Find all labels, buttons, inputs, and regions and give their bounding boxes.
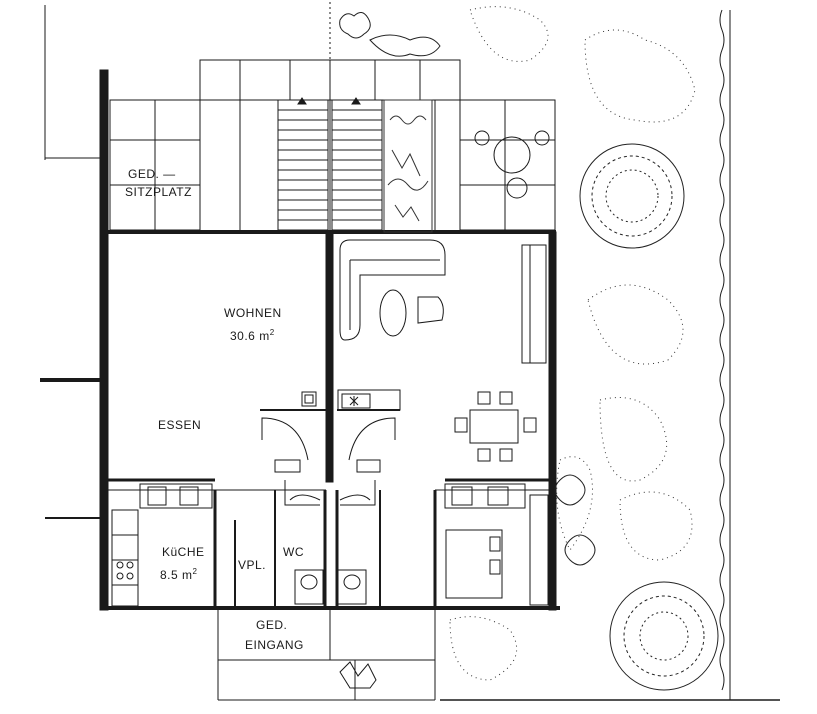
wc-label: WC <box>283 545 304 559</box>
sitzplatz-label-line1: GED. — <box>128 167 176 181</box>
fireplace <box>301 389 401 411</box>
dining-table <box>454 391 537 462</box>
tree-top <box>579 143 685 249</box>
entrance-area <box>217 608 436 701</box>
neighbour-walls <box>40 5 100 519</box>
kueche-area-value: 8.5 m <box>160 568 193 582</box>
garden-boundary <box>329 2 780 701</box>
essen-label: ESSEN <box>158 418 202 432</box>
vpl-label: VPL. <box>238 558 267 572</box>
sofa <box>339 239 446 341</box>
eingang-label-line2: EINGANG <box>245 638 304 652</box>
sitzplatz-label-line2: SITZPLATZ <box>125 185 192 199</box>
terrace-paving <box>109 59 556 231</box>
exterior-walls <box>99 69 560 611</box>
kueche-area-unit-exponent: 2 <box>192 567 198 576</box>
kueche-label: KüCHE <box>162 545 205 559</box>
planter <box>383 99 433 233</box>
coffee-table <box>379 289 444 337</box>
kitchen-units <box>111 483 213 607</box>
wohnen-area: 30.6 m2 <box>230 326 275 343</box>
eingang-label-line1: GED. <box>256 618 288 632</box>
sideboard <box>521 244 547 364</box>
tree-bottom <box>609 581 719 691</box>
patio-table <box>474 130 550 199</box>
right-kitchen-units <box>444 483 549 606</box>
shrub-cluster <box>339 12 596 566</box>
bathroom-fixtures <box>294 569 367 605</box>
stairs <box>277 97 383 231</box>
kueche-area: 8.5 m2 <box>160 565 197 582</box>
doors <box>261 417 396 506</box>
wohnen-label: WOHNEN <box>224 306 282 320</box>
stippled-shrubs <box>449 6 696 681</box>
wohnen-area-unit-exponent: 2 <box>269 328 275 337</box>
wohnen-area-value: 30.6 m <box>230 329 270 343</box>
